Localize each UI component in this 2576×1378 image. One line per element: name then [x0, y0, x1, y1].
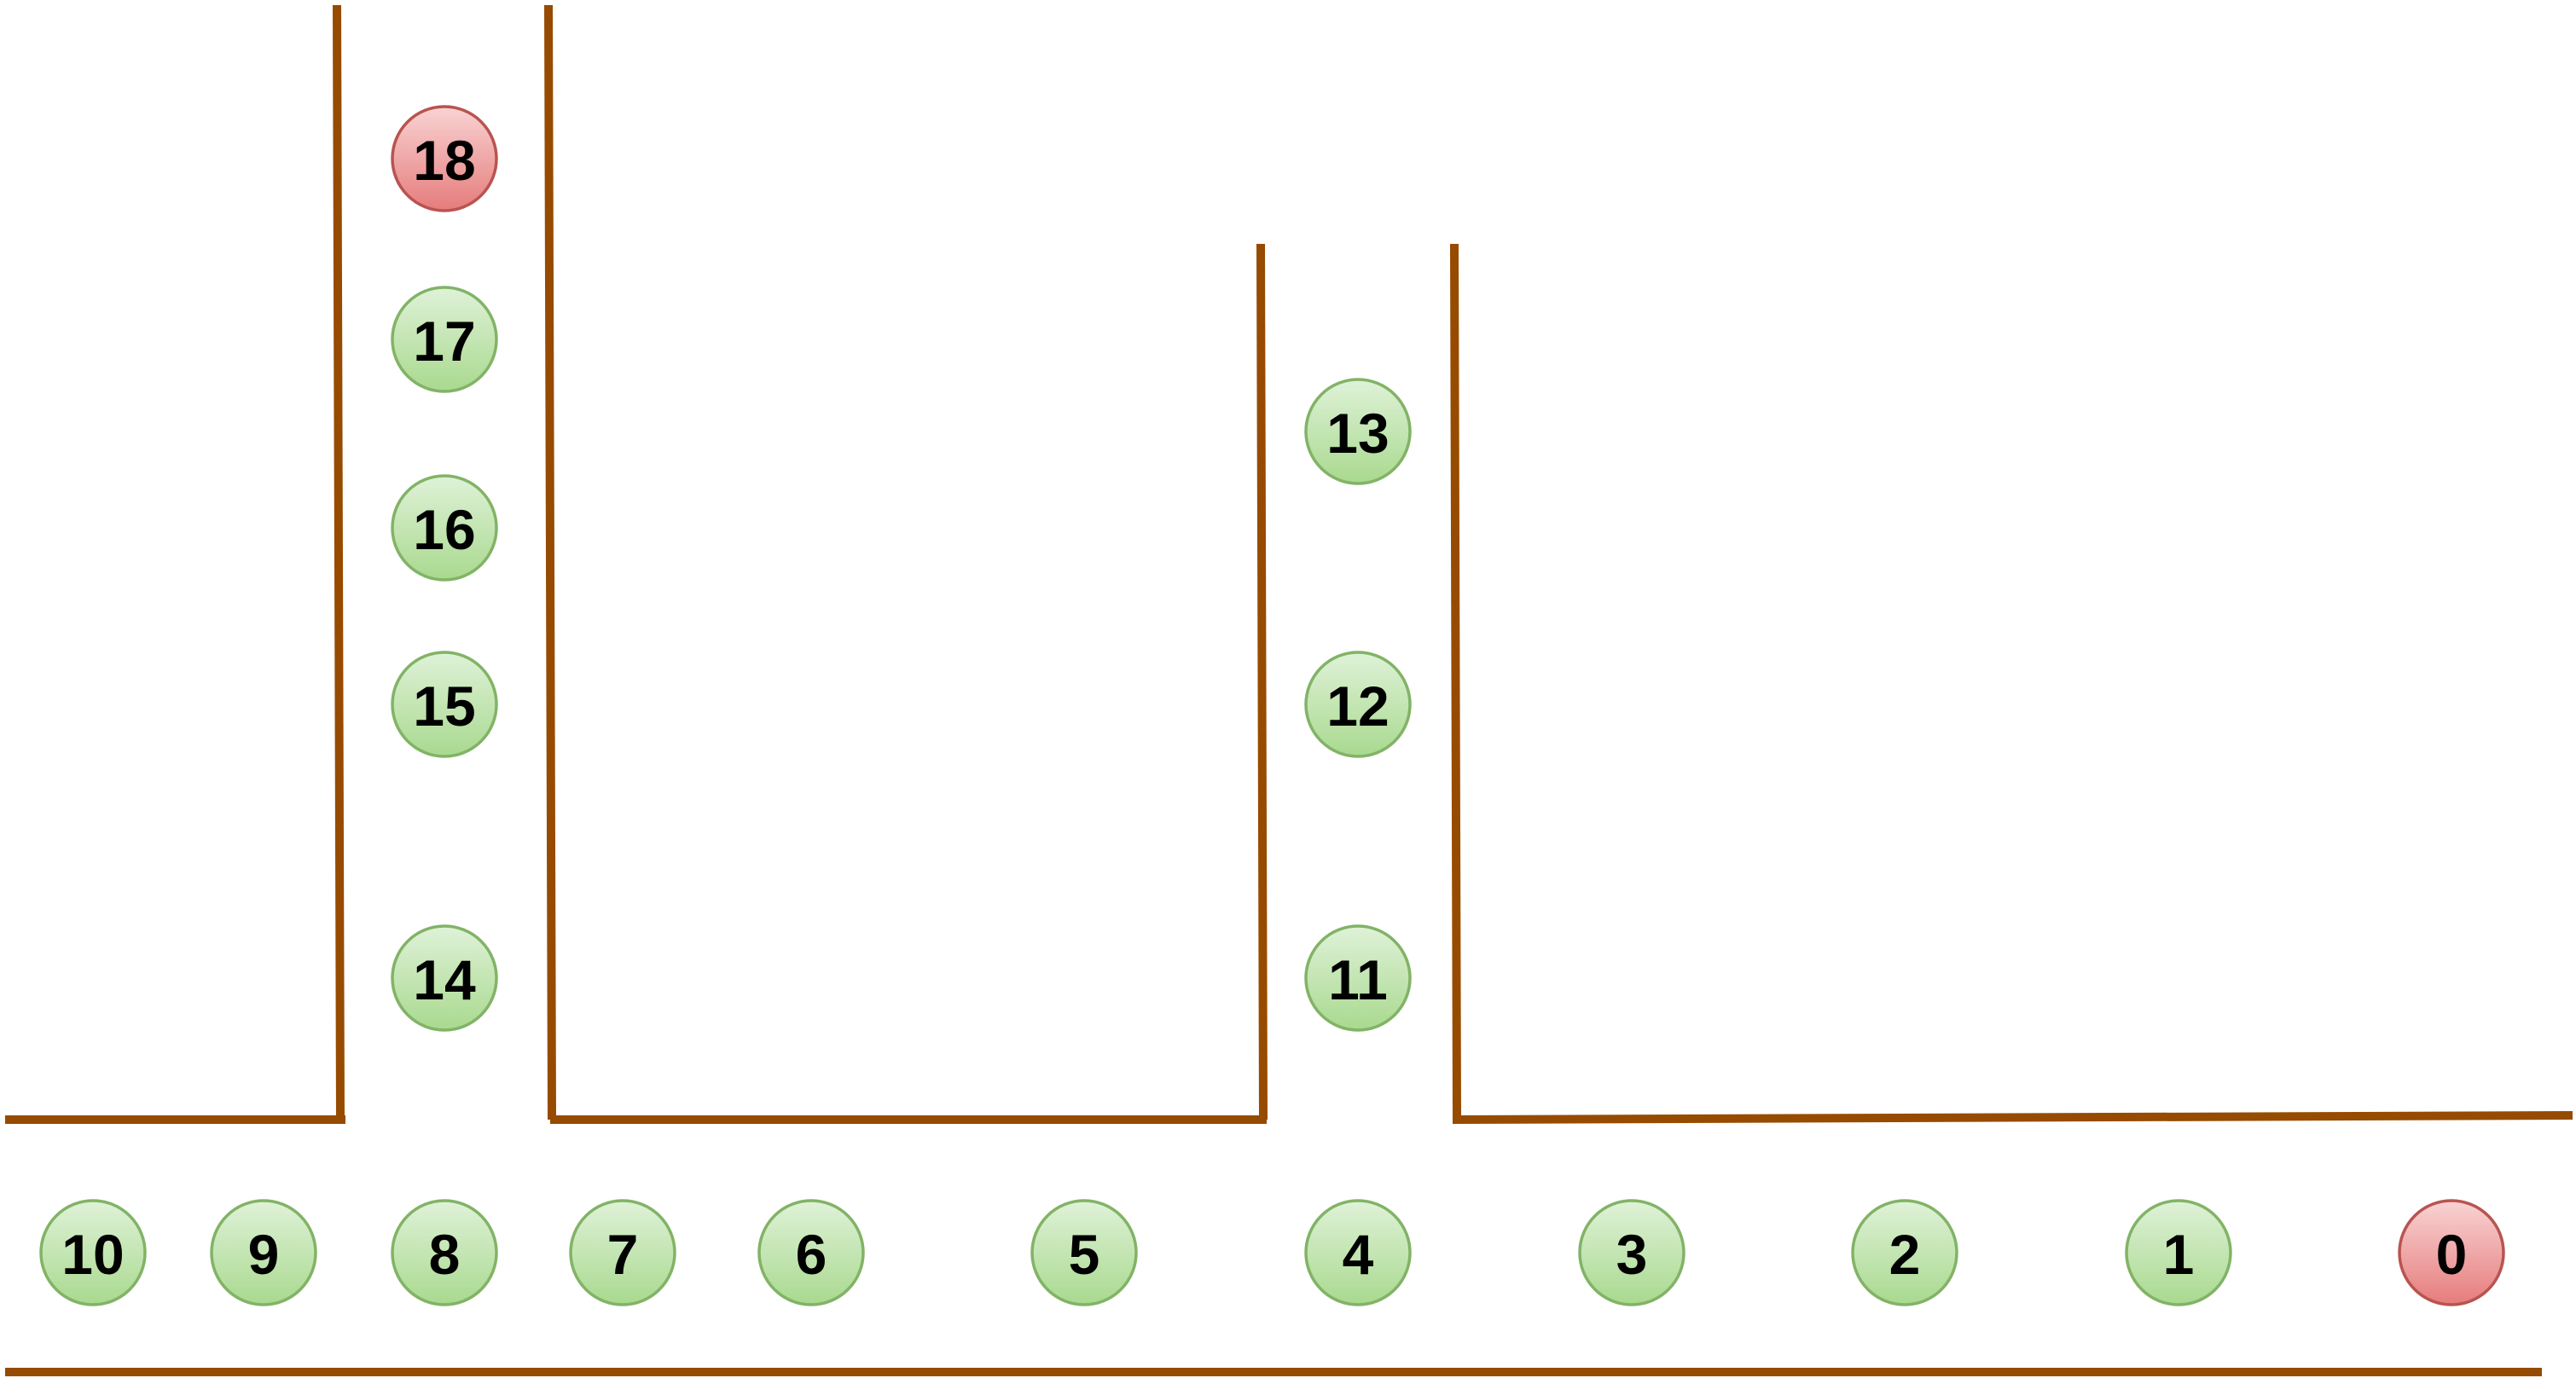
node-label: 9	[248, 1223, 280, 1286]
node-13: 13	[1304, 378, 1412, 485]
node-17: 17	[391, 286, 498, 393]
node-16: 16	[391, 474, 498, 582]
node-circle	[391, 474, 498, 582]
node-7: 7	[569, 1199, 676, 1306]
node-label: 8	[429, 1223, 461, 1286]
node-label: 7	[607, 1223, 639, 1286]
node-label: 15	[413, 675, 475, 738]
node-label: 3	[1616, 1223, 1648, 1286]
node-9: 9	[210, 1199, 317, 1306]
node-label: 18	[413, 129, 475, 192]
walls	[5, 4, 2573, 1376]
node-circle	[1851, 1199, 1958, 1306]
node-12: 12	[1304, 651, 1412, 758]
node-0: 0	[2398, 1199, 2505, 1306]
branch-left-wall-right	[544, 4, 556, 1120]
node-label: 14	[413, 948, 476, 1011]
branch-right-wall-left	[1256, 243, 1268, 1120]
node-11: 11	[1304, 924, 1412, 1032]
node-circle	[1304, 924, 1412, 1032]
node-1: 1	[2125, 1199, 2232, 1306]
node-6: 6	[757, 1199, 865, 1306]
node-circle	[2125, 1199, 2232, 1306]
node-2: 2	[1851, 1199, 1958, 1306]
branch-left-wall-left	[333, 4, 345, 1120]
node-circle	[391, 1199, 498, 1306]
node-label: 17	[413, 310, 475, 373]
node-label: 0	[2436, 1223, 2468, 1286]
branch-right-wall-right	[1450, 243, 1461, 1120]
node-circle	[39, 1199, 147, 1306]
boundary-segment-right	[1452, 1111, 2573, 1124]
node-18: 18	[391, 105, 498, 212]
node-circle	[391, 286, 498, 393]
node-circle	[1578, 1199, 1685, 1306]
node-label: 2	[1889, 1223, 1921, 1286]
node-circle	[569, 1199, 676, 1306]
node-14: 14	[391, 924, 498, 1032]
node-label: 13	[1326, 402, 1389, 465]
node-circle	[391, 105, 498, 212]
node-label: 16	[413, 498, 475, 561]
node-label: 4	[1343, 1223, 1374, 1286]
node-circle	[391, 651, 498, 758]
node-circle	[1030, 1199, 1138, 1306]
node-15: 15	[391, 651, 498, 758]
node-circle	[2398, 1199, 2505, 1306]
node-5: 5	[1030, 1199, 1138, 1306]
node-circle	[1304, 651, 1412, 758]
node-circle	[391, 924, 498, 1032]
node-label: 12	[1326, 675, 1389, 738]
node-label: 5	[1069, 1223, 1100, 1286]
node-8: 8	[391, 1199, 498, 1306]
node-circle	[757, 1199, 865, 1306]
node-circle	[1304, 378, 1412, 485]
node-label: 10	[61, 1223, 124, 1286]
node-label: 6	[796, 1223, 827, 1286]
node-label: 11	[1328, 948, 1388, 1011]
node-circle	[1304, 1199, 1412, 1306]
node-3: 3	[1578, 1199, 1685, 1306]
node-10: 10	[39, 1199, 147, 1306]
node-label: 1	[2163, 1223, 2195, 1286]
node-circle	[210, 1199, 317, 1306]
node-4: 4	[1304, 1199, 1412, 1306]
